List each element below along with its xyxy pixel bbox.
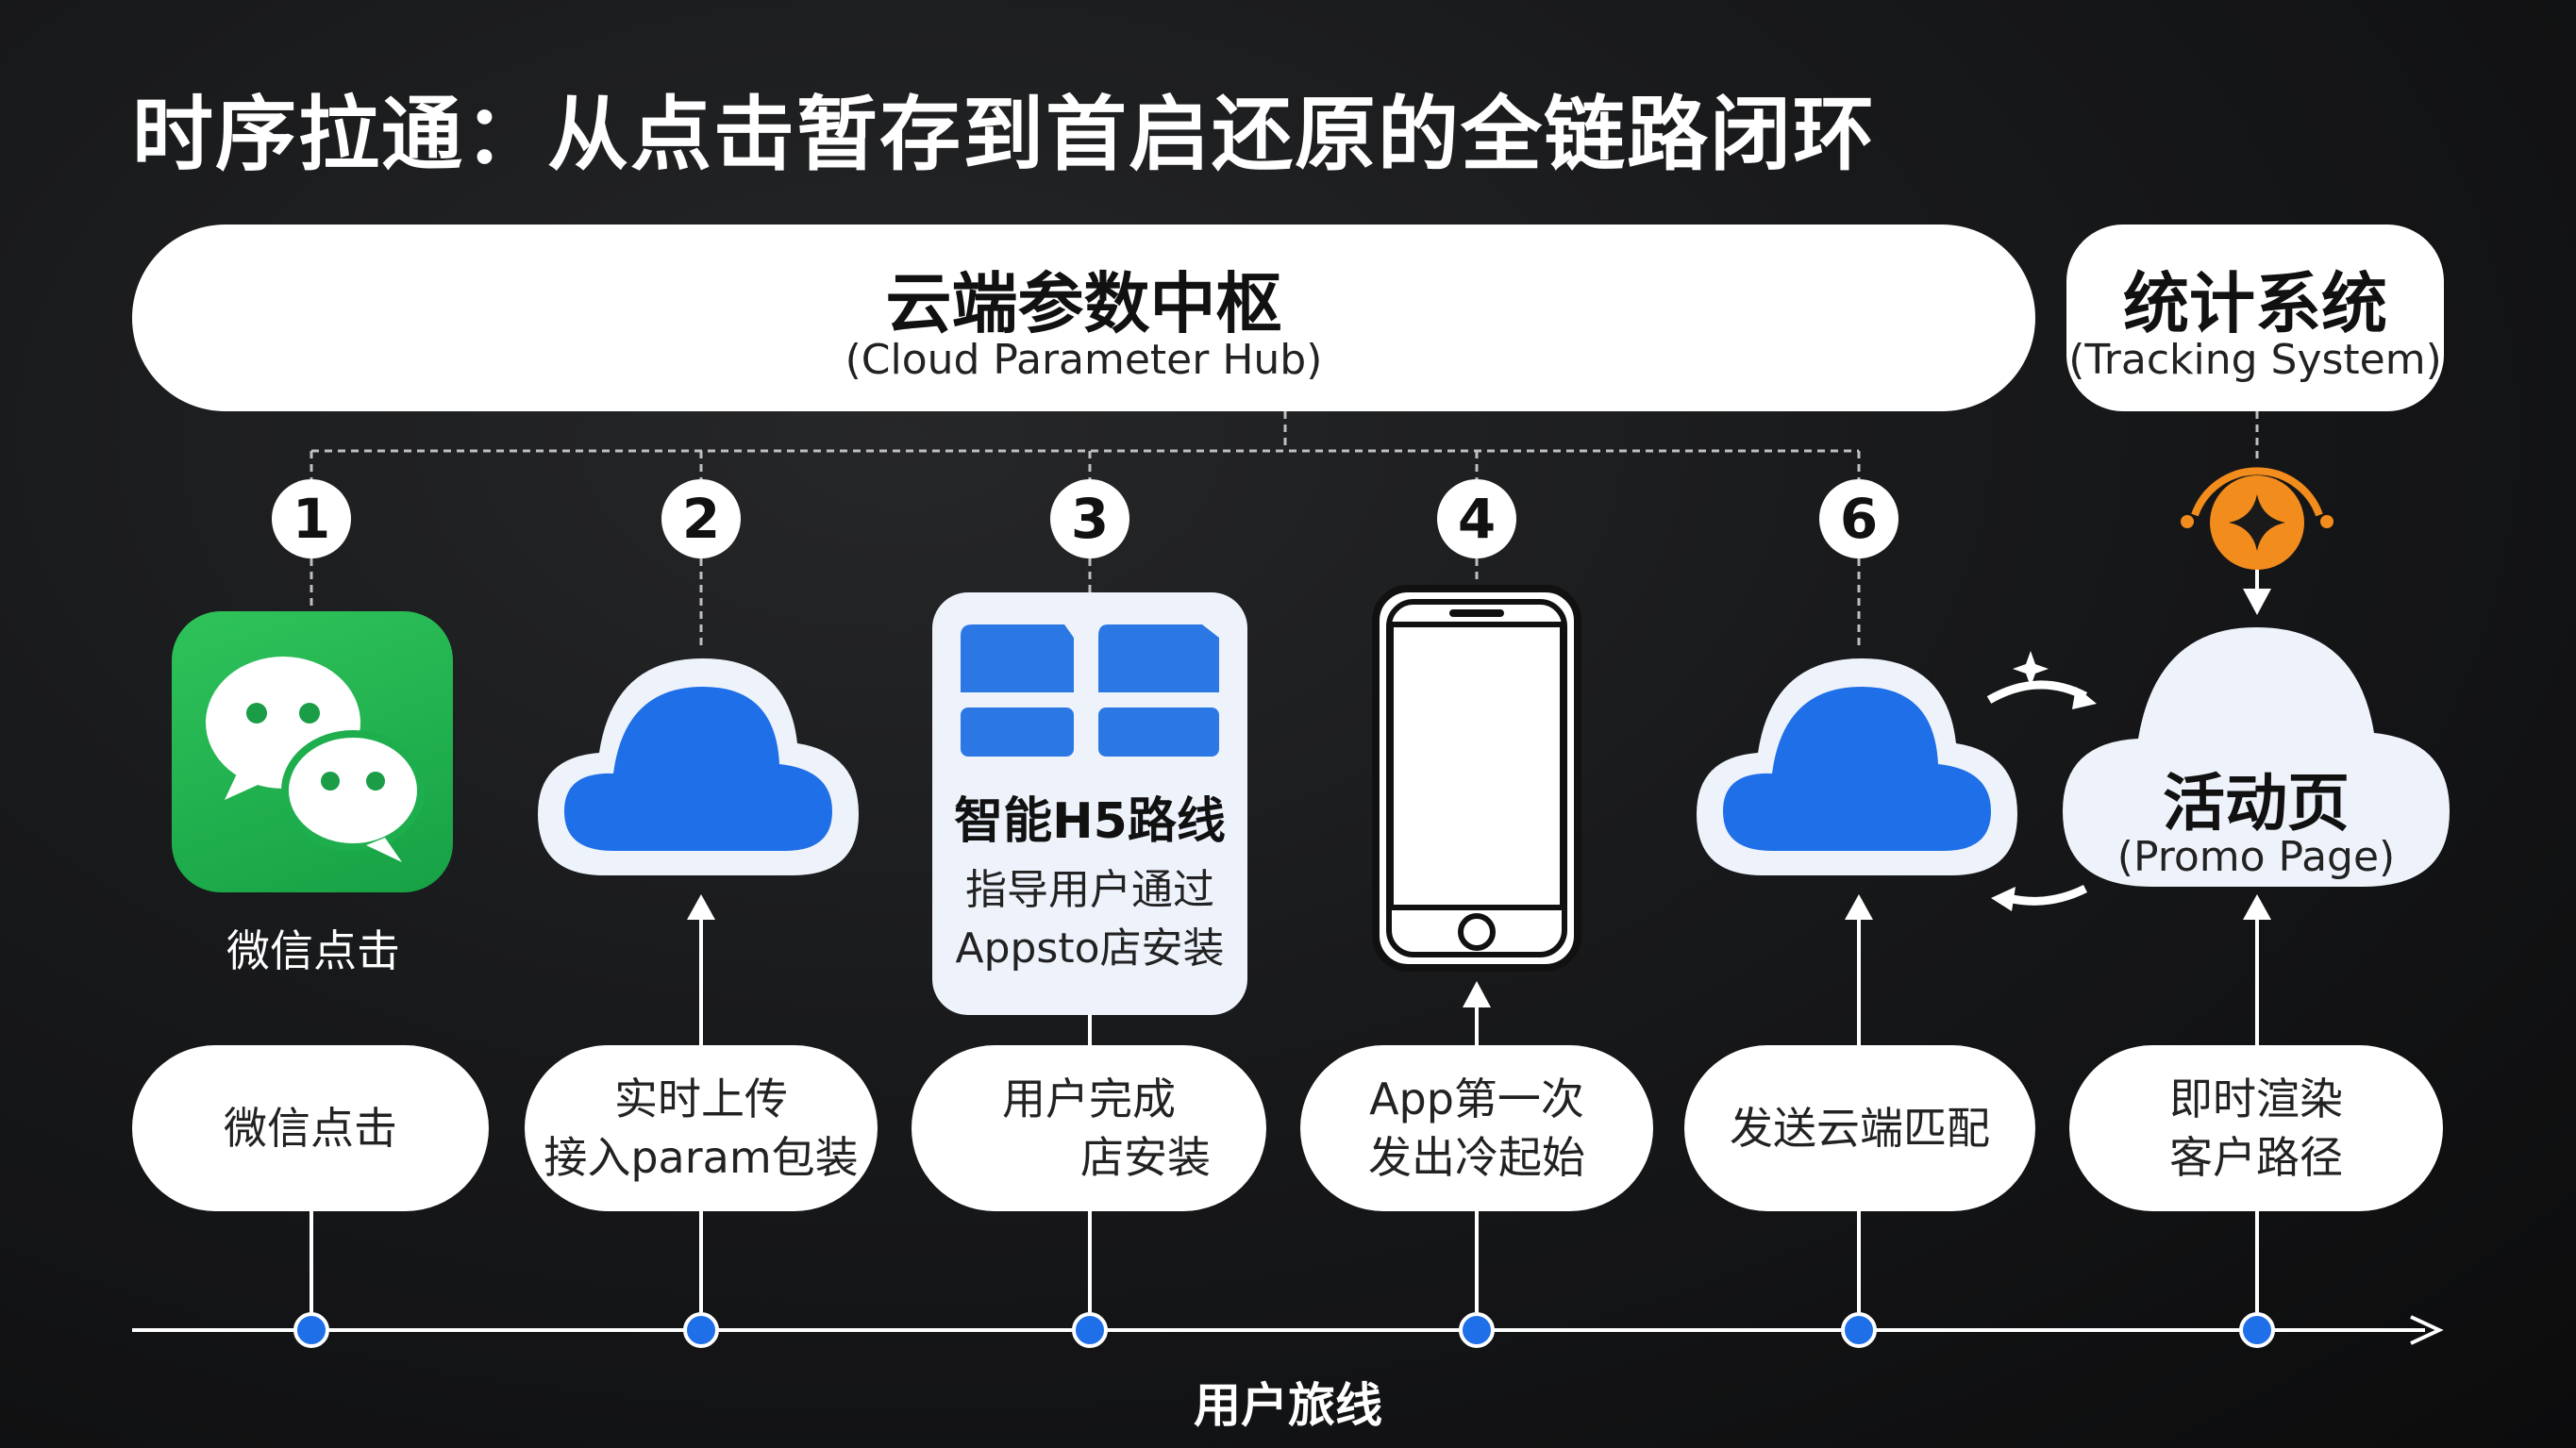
tracking-system: 统计系统 (Tracking System) [2066,225,2444,411]
tracking-subtitle: (Tracking System) [2068,336,2442,384]
promo-subtitle: (Promo Page) [2116,833,2396,881]
cloud-icon [538,658,859,875]
phone-icon [1372,585,1581,972]
cloud-parameter-hub: 云端参数中枢 (Cloud Parameter Hub) [132,225,2035,411]
step-number-4: 4 [1437,479,1516,558]
page-title: 时序拉通：从点击暂存到首启还原的全链路闭环 [132,88,1876,182]
step-label-6: 发送云端匹配 [1684,1045,2035,1211]
h5-card-text: 指导用户通过 Appsto店安装 [932,861,1247,978]
step-label-promo-line-2: 客户路径 [2169,1132,2343,1183]
step-number-6: 6 [1819,479,1899,558]
step-label-3-line-2: 店安装 [1080,1132,1211,1183]
wechat-caption: 微信点击 [226,925,400,976]
sparkle-icon [2013,651,2049,687]
step-label-3: 用户完成 店安装 [912,1045,1266,1211]
step-number-2: 2 [661,479,741,558]
step-label-promo-line-1: 即时渲染 [2169,1074,2343,1124]
grid-blocks-icon [961,624,1219,757]
timeline-dots [293,1312,2275,1348]
timeline-arrowhead [2410,1315,2444,1345]
h5-card-line-1: 指导用户通过 [965,866,1214,914]
up-arrowheads [687,589,2271,1007]
step-label-3-line-1: 用户完成 [1002,1074,1176,1124]
curved-arrow-left-head [1991,887,2016,911]
step-number-3: 3 [1050,479,1129,558]
step-label-1-line-1: 微信点击 [224,1103,397,1154]
curved-arrow-right-head [2072,687,2097,709]
step-label-4-line-1: App第一次 [1369,1074,1584,1124]
hub-dashed-connectors [309,411,2259,651]
step-label-4-line-2: 发出冷起始 [1368,1132,1585,1183]
promo-title: 活动页 [2163,767,2350,840]
tracking-signal-icon [2181,467,2333,570]
step-number-1: 1 [272,479,351,558]
hub-subtitle: (Cloud Parameter Hub) [845,336,1323,384]
step-label-promo: 即时渲染 客户路径 [2069,1045,2443,1211]
step-label-4: App第一次 发出冷起始 [1300,1045,1653,1211]
h5-card-title: 智能H5路线 [954,793,1226,850]
timeline-axis-label: 用户旅线 [1194,1378,1382,1433]
tracking-title: 统计系统 [2123,265,2387,342]
curved-arrow-left [2006,884,2088,906]
step-label-6-line-1: 发送云端匹配 [1730,1103,1990,1154]
step-label-2-line-2: 接入param包装 [544,1132,859,1183]
cloud-icon [1697,658,2017,875]
promo-cloud: 活动页 (Promo Page) [2063,618,2450,891]
promo-cloud-shape [2063,627,2450,887]
wechat-icon [172,611,453,892]
hub-title: 云端参数中枢 [885,265,1282,342]
step-label-1: 微信点击 [132,1045,489,1211]
h5-route-card: 智能H5路线 指导用户通过 Appsto店安装 [932,592,1247,1015]
step-label-2-line-1: 实时上传 [614,1074,788,1124]
step-vertical-lines [309,541,2259,1330]
h5-card-line-2: Appsto店安装 [955,924,1225,973]
step-label-2: 实时上传 接入param包装 [525,1045,878,1211]
